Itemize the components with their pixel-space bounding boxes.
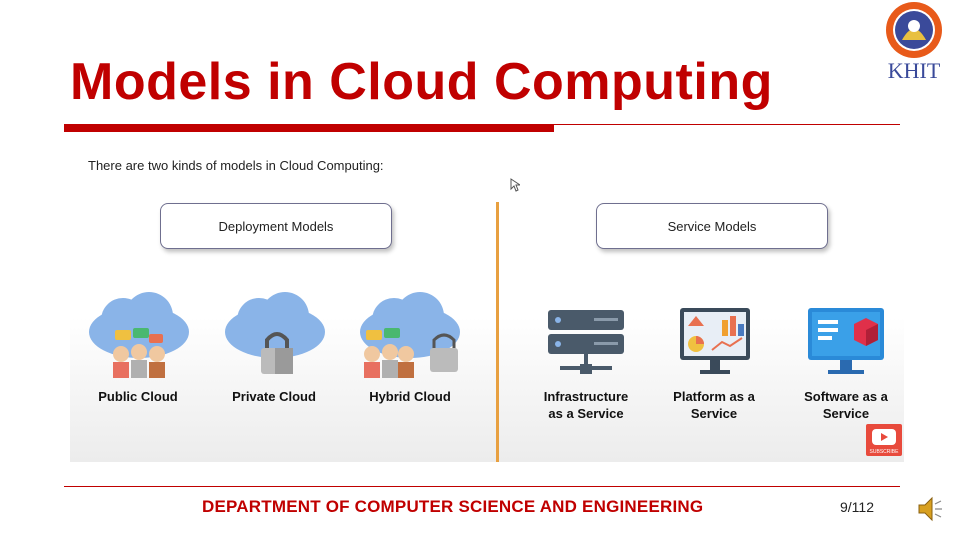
hybrid-cloud-icon: [360, 292, 460, 378]
footer-rule: [64, 486, 900, 487]
subscribe-text: SUBSCRIBE: [870, 449, 900, 455]
title-underline-bar: [64, 124, 554, 132]
private-cloud-icon: [225, 292, 325, 374]
public-cloud-icon: [89, 292, 189, 378]
slide-image: There are two kinds of models in Cloud C…: [70, 140, 904, 462]
platform-dashboard-icon: [680, 308, 750, 374]
iaas-label-line1: Infrastructure: [543, 389, 629, 404]
server-icon: [548, 310, 624, 374]
speaker-icon[interactable]: [916, 494, 944, 524]
public-cloud-label: Public Cloud: [98, 389, 178, 404]
logo-text: KHIT: [888, 58, 941, 83]
deployment-models-box: Deployment Models: [160, 203, 392, 249]
youtube-subscribe-button[interactable]: SUBSCRIBE: [866, 424, 902, 456]
khit-logo: KHIT: [868, 0, 960, 84]
section-divider: [496, 202, 499, 462]
youtube-play-icon: SUBSCRIBE: [870, 429, 900, 455]
hybrid-cloud-label: Hybrid Cloud: [369, 389, 451, 404]
public-cloud-item: Public Cloud: [78, 290, 198, 405]
hybrid-cloud-item: Hybrid Cloud: [350, 290, 470, 405]
service-models-box: Service Models: [596, 203, 828, 249]
saas-label-line1: Software as a: [804, 389, 888, 404]
slide-title: Models in Cloud Computing: [70, 53, 773, 111]
paas-label-line2: Service: [690, 406, 738, 421]
paas-item: Platform as a Service: [654, 304, 774, 422]
saas-label-line2: Service: [822, 406, 870, 421]
department-footer: DEPARTMENT OF COMPUTER SCIENCE AND ENGIN…: [202, 497, 704, 516]
title-rule: [554, 124, 900, 125]
private-cloud-item: Private Cloud: [214, 290, 334, 405]
mouse-cursor-icon: [510, 178, 520, 192]
saas-item: Software as a Service: [786, 304, 906, 422]
private-cloud-label: Private Cloud: [232, 389, 316, 404]
intro-text: There are two kinds of models in Cloud C…: [88, 158, 384, 173]
iaas-item: Infrastructure as a Service: [526, 304, 646, 422]
software-monitor-icon: [808, 308, 884, 374]
iaas-label-line2: as a Service: [548, 406, 624, 421]
page-number: 9/112: [840, 499, 874, 515]
paas-label-line1: Platform as a: [673, 389, 755, 404]
